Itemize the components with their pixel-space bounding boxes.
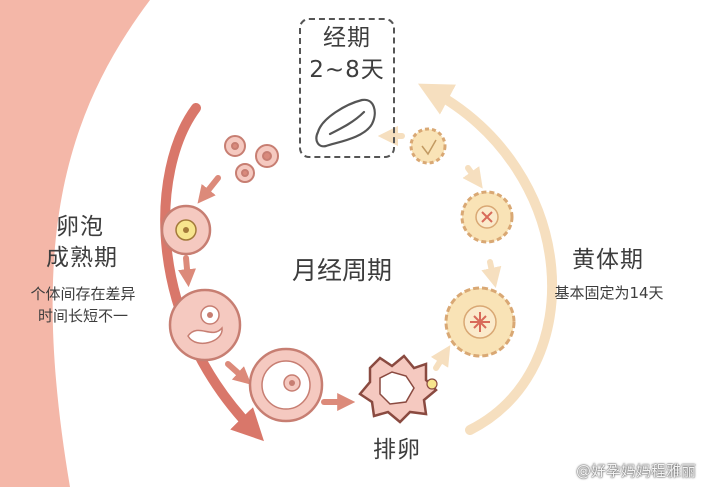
mature-follicle [248, 347, 324, 423]
ovulation-label: 排卵 [373, 437, 421, 463]
corpus-albicans [409, 127, 447, 165]
inner-arrow-2 [178, 255, 196, 288]
menses-title: 经期 [323, 25, 371, 51]
sanitary-pad-icon [315, 98, 376, 148]
inner-arrow-5 [430, 345, 451, 371]
ovulation-follicle [358, 354, 438, 424]
luteal-phase-arrow [418, 83, 557, 435]
follicular-phase-title-line2: 成熟期 [46, 245, 118, 271]
inner-arrow-6 [481, 259, 502, 288]
inner-arrow-3 [225, 361, 252, 385]
menses-phase-box [299, 18, 395, 158]
inner-arrow-7 [462, 165, 483, 189]
follicular-phase-title-line1: 卵泡 [56, 214, 104, 240]
background-corner-shape [0, 0, 150, 487]
corpus-luteum-medium [460, 190, 514, 244]
primary-follicle [160, 204, 212, 256]
follicular-phase-arrow [160, 103, 264, 442]
luteal-phase-note: 基本固定为14天 [554, 284, 664, 302]
watermark: @好孕妈妈程雅丽 [575, 462, 696, 480]
follicular-phase-note-line1: 个体间存在差异 [30, 285, 136, 303]
primordial-follicles [224, 135, 279, 183]
follicular-phase-note-line2: 时间长短不一 [37, 307, 128, 325]
luteal-phase-title: 黄体期 [572, 247, 644, 273]
secondary-follicle [168, 288, 242, 362]
inner-arrow-1 [197, 175, 221, 204]
cycle-center-label: 月经周期 [291, 256, 392, 285]
menses-duration: 2~8天 [309, 57, 385, 83]
corpus-luteum-large [444, 286, 516, 358]
